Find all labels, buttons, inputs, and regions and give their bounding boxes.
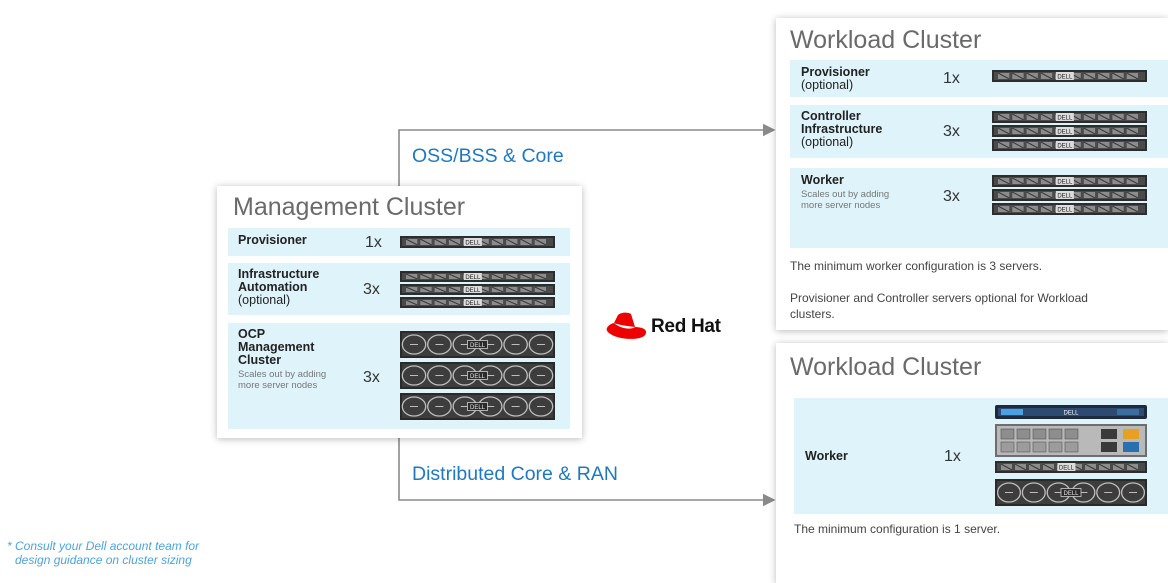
svg-text:DELL: DELL [1057, 144, 1073, 150]
server-1u: DELL [992, 175, 1147, 187]
svg-text:DELL: DELL [465, 288, 481, 294]
svg-text:DELL: DELL [465, 275, 481, 281]
svg-text:DELL: DELL [1057, 116, 1073, 122]
svg-text:DELL: DELL [470, 405, 486, 411]
server-2u: DELL [400, 393, 555, 420]
footnote: * Consult your Dell account team for des… [7, 539, 200, 567]
workload-row-worker: Worker Scales out by adding more server … [790, 168, 1168, 248]
row-quantity: 3x [943, 123, 960, 140]
svg-text:DELL: DELL [1057, 180, 1073, 186]
server-1u: DELL [992, 139, 1147, 151]
server-2u: DELL [400, 331, 555, 358]
workload-cluster-card-bottom: Workload Cluster Worker 1x DELL DELL DEL… [776, 343, 1168, 583]
workload-cluster-title: Workload Cluster [790, 26, 982, 54]
server-1u: DELL [400, 297, 555, 308]
svg-text:DELL: DELL [1063, 411, 1079, 417]
redhat-wordmark: Red Hat [651, 316, 721, 337]
row-quantity: 1x [944, 448, 961, 465]
management-cluster-title: Management Cluster [233, 193, 466, 221]
svg-text:DELL: DELL [1057, 194, 1073, 200]
workload-note-min-config: The minimum configuration is 1 server. [794, 522, 1001, 536]
svg-text:DELL: DELL [465, 241, 481, 247]
server-1u: DELL [400, 271, 555, 282]
workload-row-provisioner: Provisioner (optional) 1x DELL [790, 60, 1168, 97]
flow-label-distributed-core-ran: Distributed Core & RAN [412, 463, 618, 485]
management-row-provisioner: Provisioner 1x DELL [228, 228, 570, 256]
row-quantity: 3x [363, 281, 380, 298]
svg-text:DELL: DELL [1057, 208, 1073, 214]
svg-text:DELL: DELL [1063, 491, 1079, 497]
row-label: OCP Management Cluster Scales out by add… [238, 327, 327, 392]
row-label: Provisioner [238, 233, 307, 247]
redhat-hat-icon [606, 312, 647, 339]
server-1u: DELL [992, 203, 1147, 215]
server-2u: DELL [995, 479, 1147, 506]
workload-note-optional-servers: Provisioner and Controller servers optio… [790, 291, 1088, 321]
svg-text:DELL: DELL [470, 343, 486, 349]
svg-text:DELL: DELL [1059, 466, 1075, 472]
svg-text:DELL: DELL [465, 301, 481, 307]
management-cluster-card: Management Cluster Provisioner 1x DELL I… [217, 186, 582, 438]
row-label: Worker [805, 449, 848, 463]
svg-text:DELL: DELL [1057, 130, 1073, 136]
row-quantity: 1x [365, 234, 382, 251]
row-quantity: 3x [363, 369, 380, 386]
workload-cluster-card-top: Workload Cluster Provisioner (optional) … [776, 18, 1168, 330]
server-1u: DELL [992, 189, 1147, 201]
svg-text:DELL: DELL [1057, 75, 1073, 81]
management-row-ocp-management-cluster: OCP Management Cluster Scales out by add… [228, 323, 570, 429]
server-1u: DELL [992, 111, 1147, 123]
server-1u: DELL [992, 125, 1147, 137]
row-quantity: 3x [943, 188, 960, 205]
arrow-to-workload-bottom [398, 438, 776, 507]
row-quantity: 1x [943, 70, 960, 87]
server-rear-panel [995, 424, 1147, 457]
row-label: Controller Infrastructure (optional) [801, 109, 883, 149]
workload-note-min-workers: The minimum worker configuration is 3 se… [790, 259, 1043, 273]
server-1u: DELL [400, 236, 555, 248]
server-2u: DELL [400, 362, 555, 389]
server-1u: DELL [400, 284, 555, 295]
management-row-infrastructure-automation: Infrastructure Automation (optional) 3x … [228, 263, 570, 315]
workload-row-worker-single: Worker 1x DELL DELL DELL [794, 398, 1168, 514]
workload-cluster-title: Workload Cluster [790, 353, 982, 381]
arrow-to-workload-top [398, 123, 776, 186]
svg-text:DELL: DELL [470, 374, 486, 380]
row-label: Infrastructure Automation (optional) [238, 267, 320, 307]
workload-row-controller-infrastructure: Controller Infrastructure (optional) 3x … [790, 105, 1168, 158]
server-edge-1u: DELL [995, 405, 1147, 419]
server-1u: DELL [992, 70, 1147, 82]
row-label: Provisioner (optional) [801, 65, 870, 92]
redhat-logo: Red Hat [605, 311, 740, 345]
flow-label-oss-bss-core: OSS/BSS & Core [412, 145, 564, 167]
row-label: Worker Scales out by adding more server … [801, 173, 890, 212]
server-1u: DELL [995, 461, 1147, 473]
